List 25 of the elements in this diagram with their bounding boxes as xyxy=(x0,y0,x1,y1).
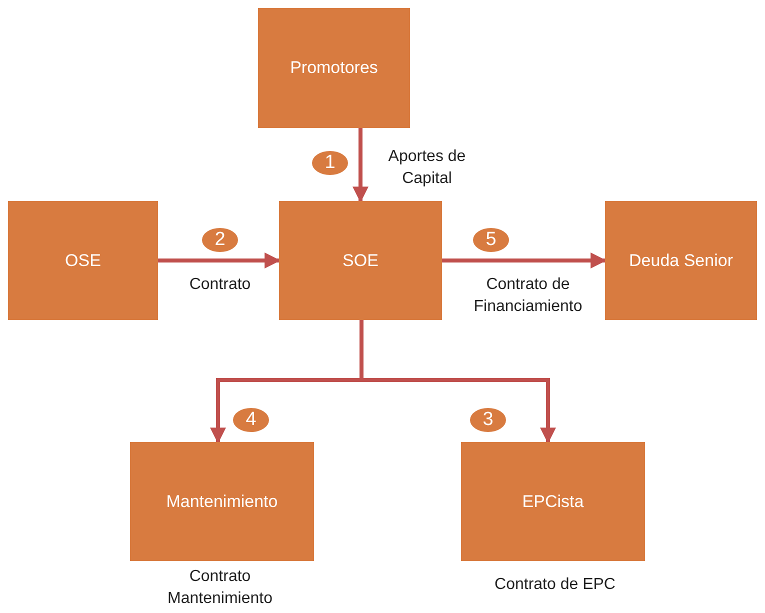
node-label: OSE xyxy=(65,250,101,270)
callout-number: 4 xyxy=(233,408,269,432)
node-label: EPCista xyxy=(522,492,584,512)
node-label: SOE xyxy=(342,250,378,270)
edge-label: Contrato de Financiamiento xyxy=(472,275,584,317)
entity-box xyxy=(130,442,314,561)
arrow xyxy=(352,128,368,203)
callout-number: 5 xyxy=(473,228,509,252)
arrow xyxy=(442,252,607,268)
callout-number: 1 xyxy=(312,151,348,175)
entity-box xyxy=(605,201,757,320)
entity-box xyxy=(8,201,158,320)
node-label: Promotores xyxy=(290,58,378,78)
node-label: Mantenimiento xyxy=(166,492,278,512)
contract-label: Contrato Mantenimiento xyxy=(166,567,274,609)
entity-box xyxy=(279,201,442,320)
entity-box xyxy=(258,8,410,128)
contract-label: Contrato de EPC xyxy=(494,575,616,595)
edge-label: Contrato xyxy=(188,275,252,295)
callout-number: 3 xyxy=(470,408,506,432)
node-label: Deuda Senior xyxy=(629,250,733,270)
callout-number: 2 xyxy=(202,228,238,252)
edge-label: Aportes de Capital xyxy=(387,147,467,189)
entity-box xyxy=(461,442,645,561)
arrow xyxy=(158,252,281,268)
